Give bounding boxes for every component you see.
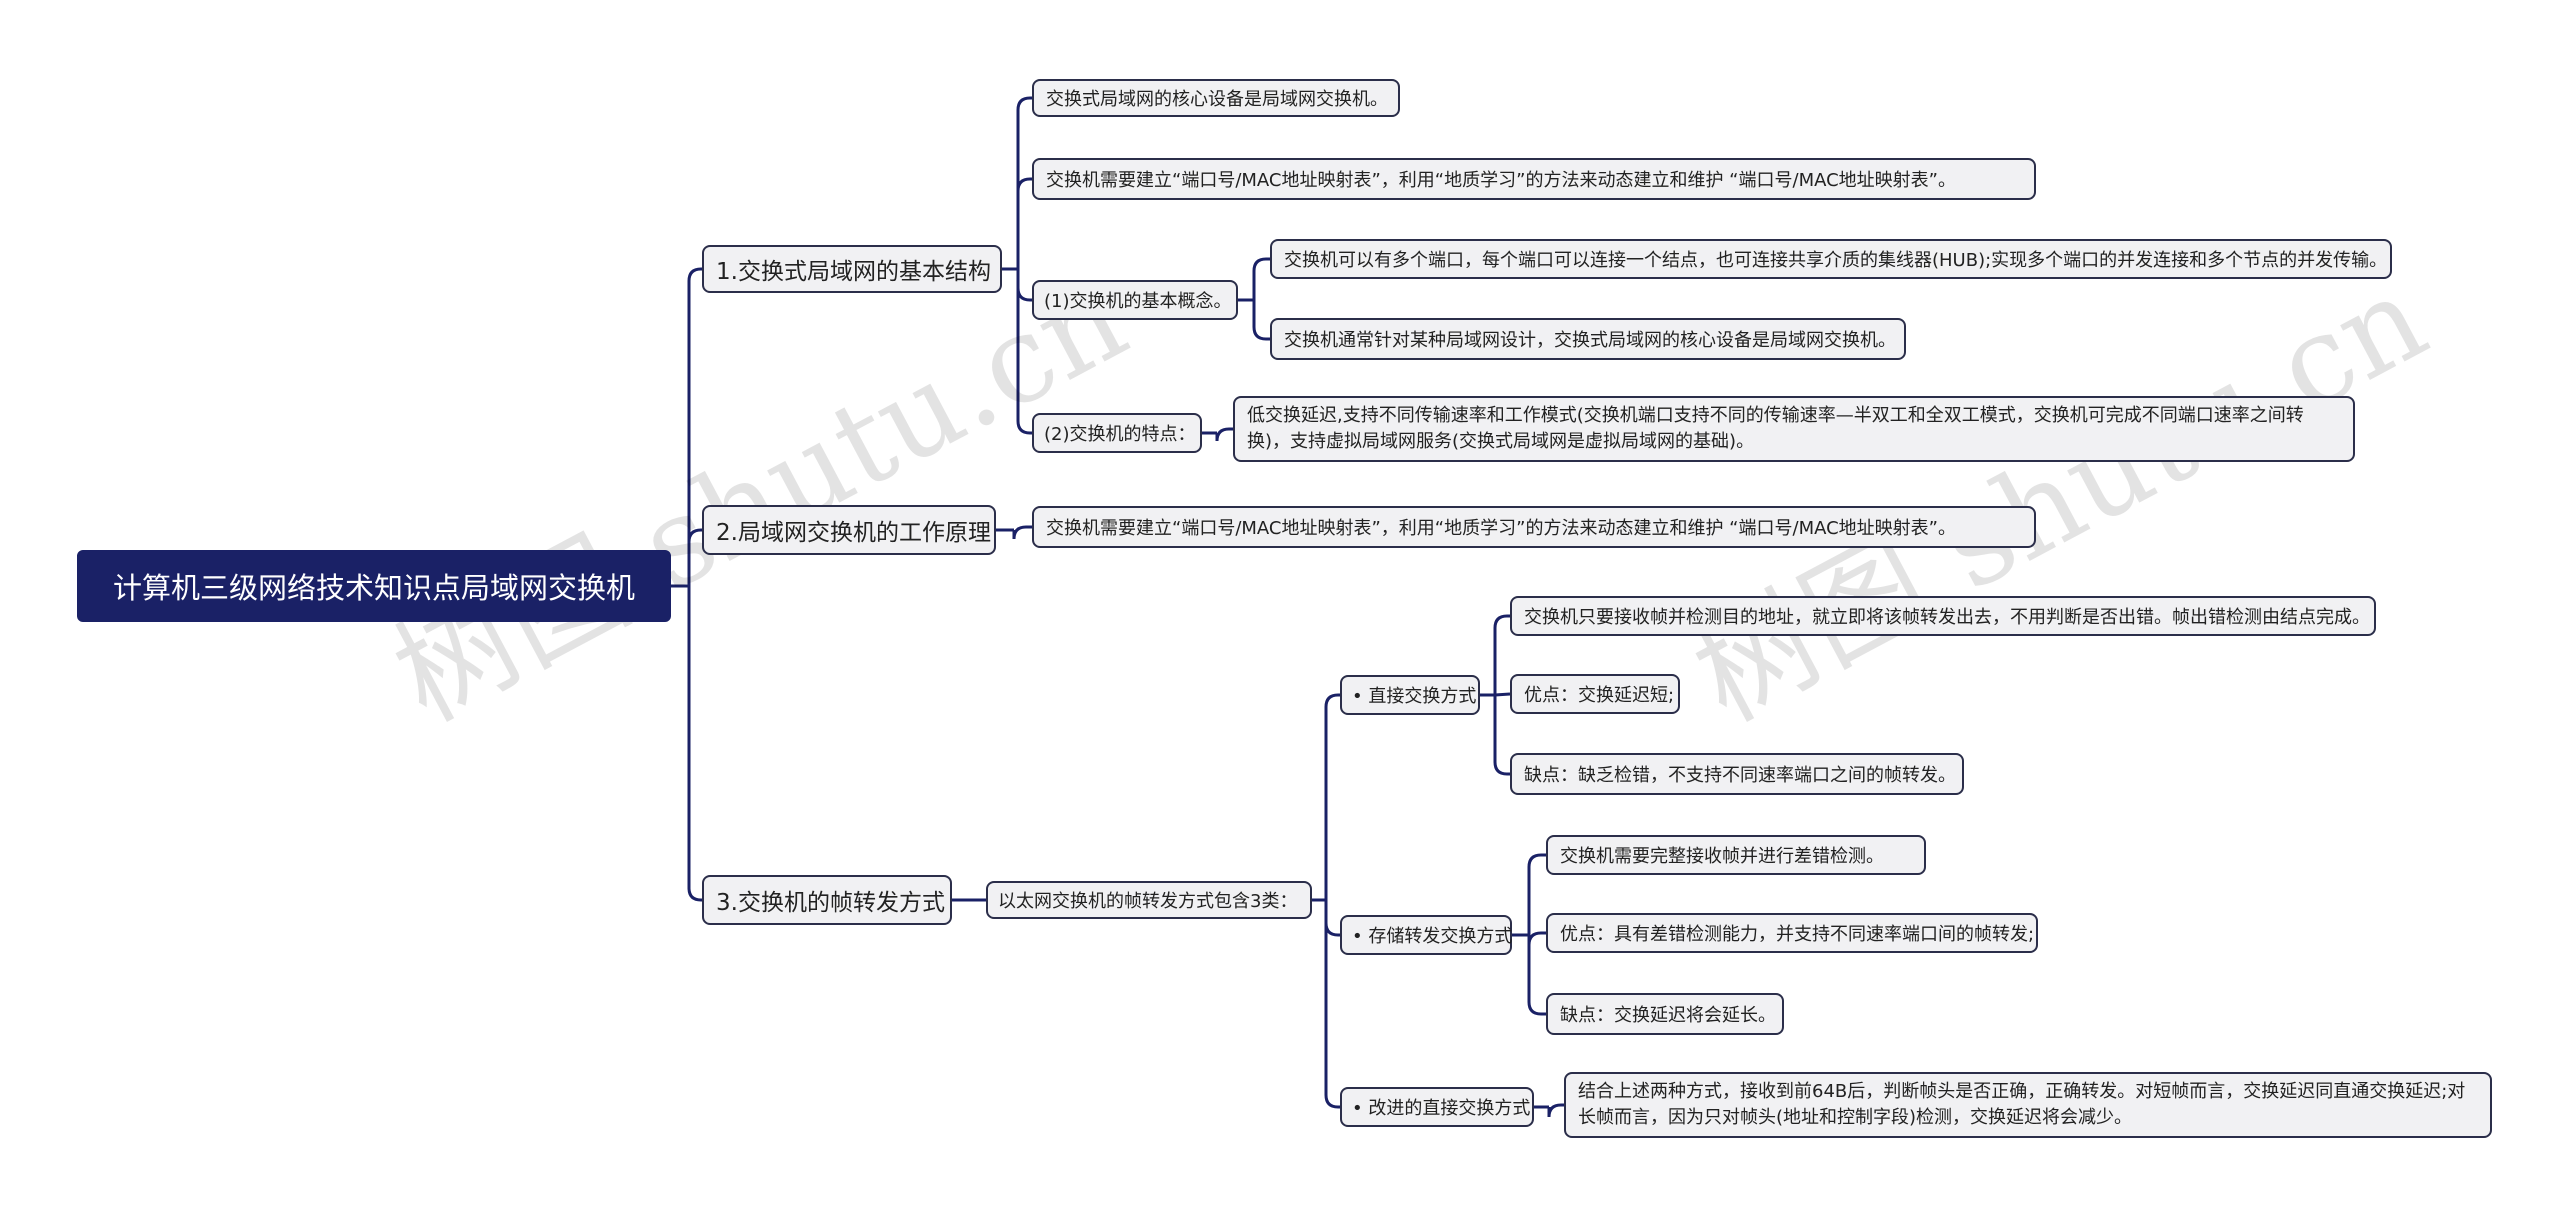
s1-sub-1-leaf-2-link-line	[1252, 300, 1270, 341]
root-node[interactable]: 计算机三级网络技术知识点局域网交换机	[77, 550, 671, 622]
s3-g1-leaf-1-link-line	[1493, 614, 1510, 695]
s3-group-1-node-link-line	[1324, 693, 1340, 900]
s3-g1-leaf-2-link-line	[1494, 692, 1511, 697]
s1-sub-2-leaf-1[interactable]: 低交换延迟,支持不同传输速率和工作模式(交换机端口支持不同的传输速率—半双工和全…	[1233, 396, 2355, 462]
s3-group-2-node-link-line	[1324, 900, 1340, 937]
section-1-node-link-line	[687, 267, 702, 586]
s3-g2-leaf-1-link-line	[1527, 853, 1546, 935]
s3-intro-node[interactable]: 以太网交换机的帧转发方式包含3类：	[986, 881, 1312, 919]
s3-group-3-node-link-line	[1324, 900, 1340, 1109]
s3-g1-leaf-3-link-line	[1493, 695, 1510, 776]
s1-leaf-1[interactable]: 交换式局域网的核心设备是局域网交换机。	[1032, 79, 1400, 117]
s1-sub-2-node[interactable]: (2)交换机的特点：	[1032, 413, 1202, 453]
s2-leaf-1-link-line	[1012, 525, 1032, 540]
s3-group-3-node[interactable]: • 改进的直接交换方式	[1340, 1087, 1534, 1127]
section-3-node-link-line	[687, 586, 702, 902]
s3-g2-leaf-3-link-line	[1527, 935, 1546, 1016]
s3-g1-leaf-3[interactable]: 缺点：缺乏检错，不支持不同速率端口之间的帧转发。	[1510, 753, 1964, 795]
s3-g1-leaf-2[interactable]: 优点：交换延迟短;	[1510, 674, 1680, 714]
s3-g2-leaf-2-link-line	[1527, 931, 1546, 946]
section-2-node-link-line	[687, 528, 702, 586]
s1-leaf-2-link-line	[1016, 177, 1032, 269]
s1-sub-1-leaf-1[interactable]: 交换机可以有多个端口，每个端口可以连接一个结点，也可连接共享介质的集线器(HUB…	[1270, 239, 2392, 279]
s1-sub-2-leaf-1-link-line	[1215, 427, 1233, 442]
s3-group-2-node[interactable]: • 存储转发交换方式	[1340, 915, 1512, 955]
s3-group-1-node[interactable]: • 直接交换方式	[1340, 675, 1480, 715]
s2-leaf-1[interactable]: 交换机需要建立“端口号/MAC地址映射表”，利用“地质学习”的方法来动态建立和维…	[1032, 506, 2036, 548]
s1-sub-1-node-link-line	[1016, 269, 1032, 302]
section-2-node[interactable]: 2.局域网交换机的工作原理	[702, 505, 996, 555]
s3-g3-leaf-1-link-line	[1547, 1103, 1564, 1118]
section-1-node[interactable]: 1.交换式局域网的基本结构	[702, 245, 1002, 293]
s3-g1-leaf-1[interactable]: 交换机只要接收帧并检测目的地址，就立即将该帧转发出去，不用判断是否出错。帧出错检…	[1510, 596, 2376, 636]
s1-sub-1-leaf-2[interactable]: 交换机通常针对某种局域网设计，交换式局域网的核心设备是局域网交换机。	[1270, 318, 1906, 360]
section-3-node[interactable]: 3.交换机的帧转发方式	[702, 875, 952, 925]
s1-leaf-2[interactable]: 交换机需要建立“端口号/MAC地址映射表”，利用“地质学习”的方法来动态建立和维…	[1032, 158, 2036, 200]
s3-g3-leaf-1[interactable]: 结合上述两种方式，接收到前64B后，判断帧头是否正确，正确转发。对短帧而言，交换…	[1564, 1072, 2492, 1138]
s1-leaf-1-link-line	[1016, 96, 1032, 269]
s1-sub-1-leaf-1-link-line	[1252, 257, 1270, 300]
s1-sub-1-node[interactable]: (1)交换机的基本概念。	[1032, 280, 1238, 320]
s3-g2-leaf-1[interactable]: 交换机需要完整接收帧并进行差错检测。	[1546, 835, 1926, 875]
s3-g2-leaf-2[interactable]: 优点：具有差错检测能力，并支持不同速率端口间的帧转发;	[1546, 913, 2038, 953]
s1-sub-2-node-link-line	[1016, 269, 1032, 435]
s3-g2-leaf-3[interactable]: 缺点：交换延迟将会延长。	[1546, 993, 1784, 1035]
